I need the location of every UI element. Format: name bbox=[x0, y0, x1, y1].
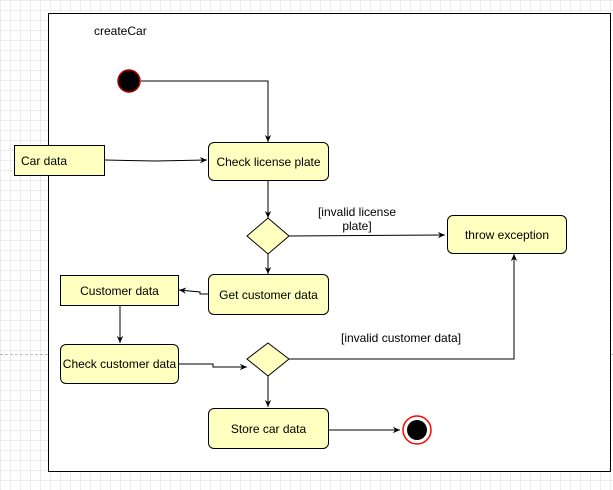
car-data-label: Car data bbox=[21, 153, 68, 168]
final-node-dot bbox=[407, 420, 427, 440]
store-car-data-action[interactable]: Store car data bbox=[208, 408, 329, 449]
edge-start-to-check-license bbox=[141, 80, 272, 142]
edge-get-customer-to-customer-data bbox=[178, 287, 208, 295]
check-customer-data-label: Check customer data bbox=[62, 357, 177, 371]
edge-decision-to-throw bbox=[288, 231, 446, 239]
check-license-plate-action[interactable]: Check license plate bbox=[208, 142, 329, 181]
page-break-guide-left bbox=[0, 354, 48, 355]
activity-title: createCar bbox=[94, 24, 147, 38]
get-customer-data-action[interactable]: Get customer data bbox=[208, 274, 329, 315]
guard-invalid-customer-data: [invalid customer data] bbox=[341, 331, 462, 345]
guard-invalid-license-plate: [invalid license plate] bbox=[312, 205, 402, 233]
edge-decision-to-throw-2 bbox=[289, 254, 518, 360]
initial-node bbox=[117, 69, 141, 93]
throw-exception-label: throw exception bbox=[464, 227, 550, 242]
decision-node-customer bbox=[246, 342, 290, 377]
check-license-plate-label: Check license plate bbox=[216, 154, 321, 169]
get-customer-data-label: Get customer data bbox=[219, 287, 318, 302]
customer-data-label: Customer data bbox=[80, 283, 159, 298]
throw-exception-action[interactable]: throw exception bbox=[447, 215, 567, 254]
edge-car-data-to-check-license bbox=[104, 156, 208, 164]
car-data-object[interactable]: Car data bbox=[14, 145, 105, 176]
guard-invalid-license-line1: [invalid license bbox=[317, 205, 397, 219]
decision-node-license bbox=[246, 217, 290, 255]
guard-invalid-license-line2: plate] bbox=[342, 219, 372, 233]
check-customer-data-action[interactable]: Check customer data bbox=[60, 344, 179, 384]
edge-check-customer-to-decision bbox=[179, 363, 247, 371]
customer-data-object[interactable]: Customer data bbox=[60, 275, 179, 306]
store-car-data-label: Store car data bbox=[230, 421, 307, 436]
